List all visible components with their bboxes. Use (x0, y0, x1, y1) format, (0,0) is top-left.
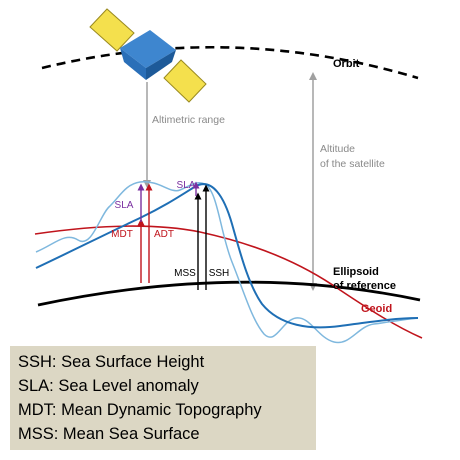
legend-item-ssh: SSH: Sea Surface Height (18, 353, 205, 371)
sla-label-top: SLA (177, 180, 196, 191)
mean-sea-surface-curve (35, 183, 419, 329)
ssh-label: SSH (209, 268, 230, 279)
altitude-label-line2: of the satellite (320, 158, 385, 170)
legend-box: SSH: Sea Surface Height SLA: Sea Level a… (10, 346, 316, 450)
legend-item-sla: SLA: Sea Level anomaly (18, 377, 199, 395)
geoid-label: Geoid (361, 303, 392, 315)
satellite-icon (89, 8, 207, 103)
mdt-label: MDT (111, 229, 133, 240)
legend-item-mdt: MDT: Mean Dynamic Topography (18, 401, 262, 419)
geoid-curve (34, 225, 423, 339)
satellite-body-left (120, 48, 146, 80)
orbit-label: Orbit (333, 58, 360, 70)
sla-label-left: SLA (115, 200, 134, 211)
altitude-label-line1: Altitude (320, 143, 355, 155)
legend-item-mss: MSS: Mean Sea Surface (18, 425, 200, 443)
instant-sea-surface-curve (35, 181, 419, 344)
solar-panel-right (163, 59, 207, 103)
mss-label: MSS (174, 268, 196, 279)
ellipsoid-label-line1: Ellipsoid (333, 266, 379, 278)
satellite-body-top (120, 30, 176, 68)
adt-label: ADT (154, 229, 174, 240)
ellipsoid-curve (37, 280, 421, 307)
ellipsoid-label-line2: of reference (333, 280, 396, 292)
solar-panel-left (89, 8, 135, 52)
satellite-body-front (146, 50, 176, 80)
altimetric-range-label: Altimetric range (152, 114, 225, 126)
orbit-path (41, 45, 419, 80)
